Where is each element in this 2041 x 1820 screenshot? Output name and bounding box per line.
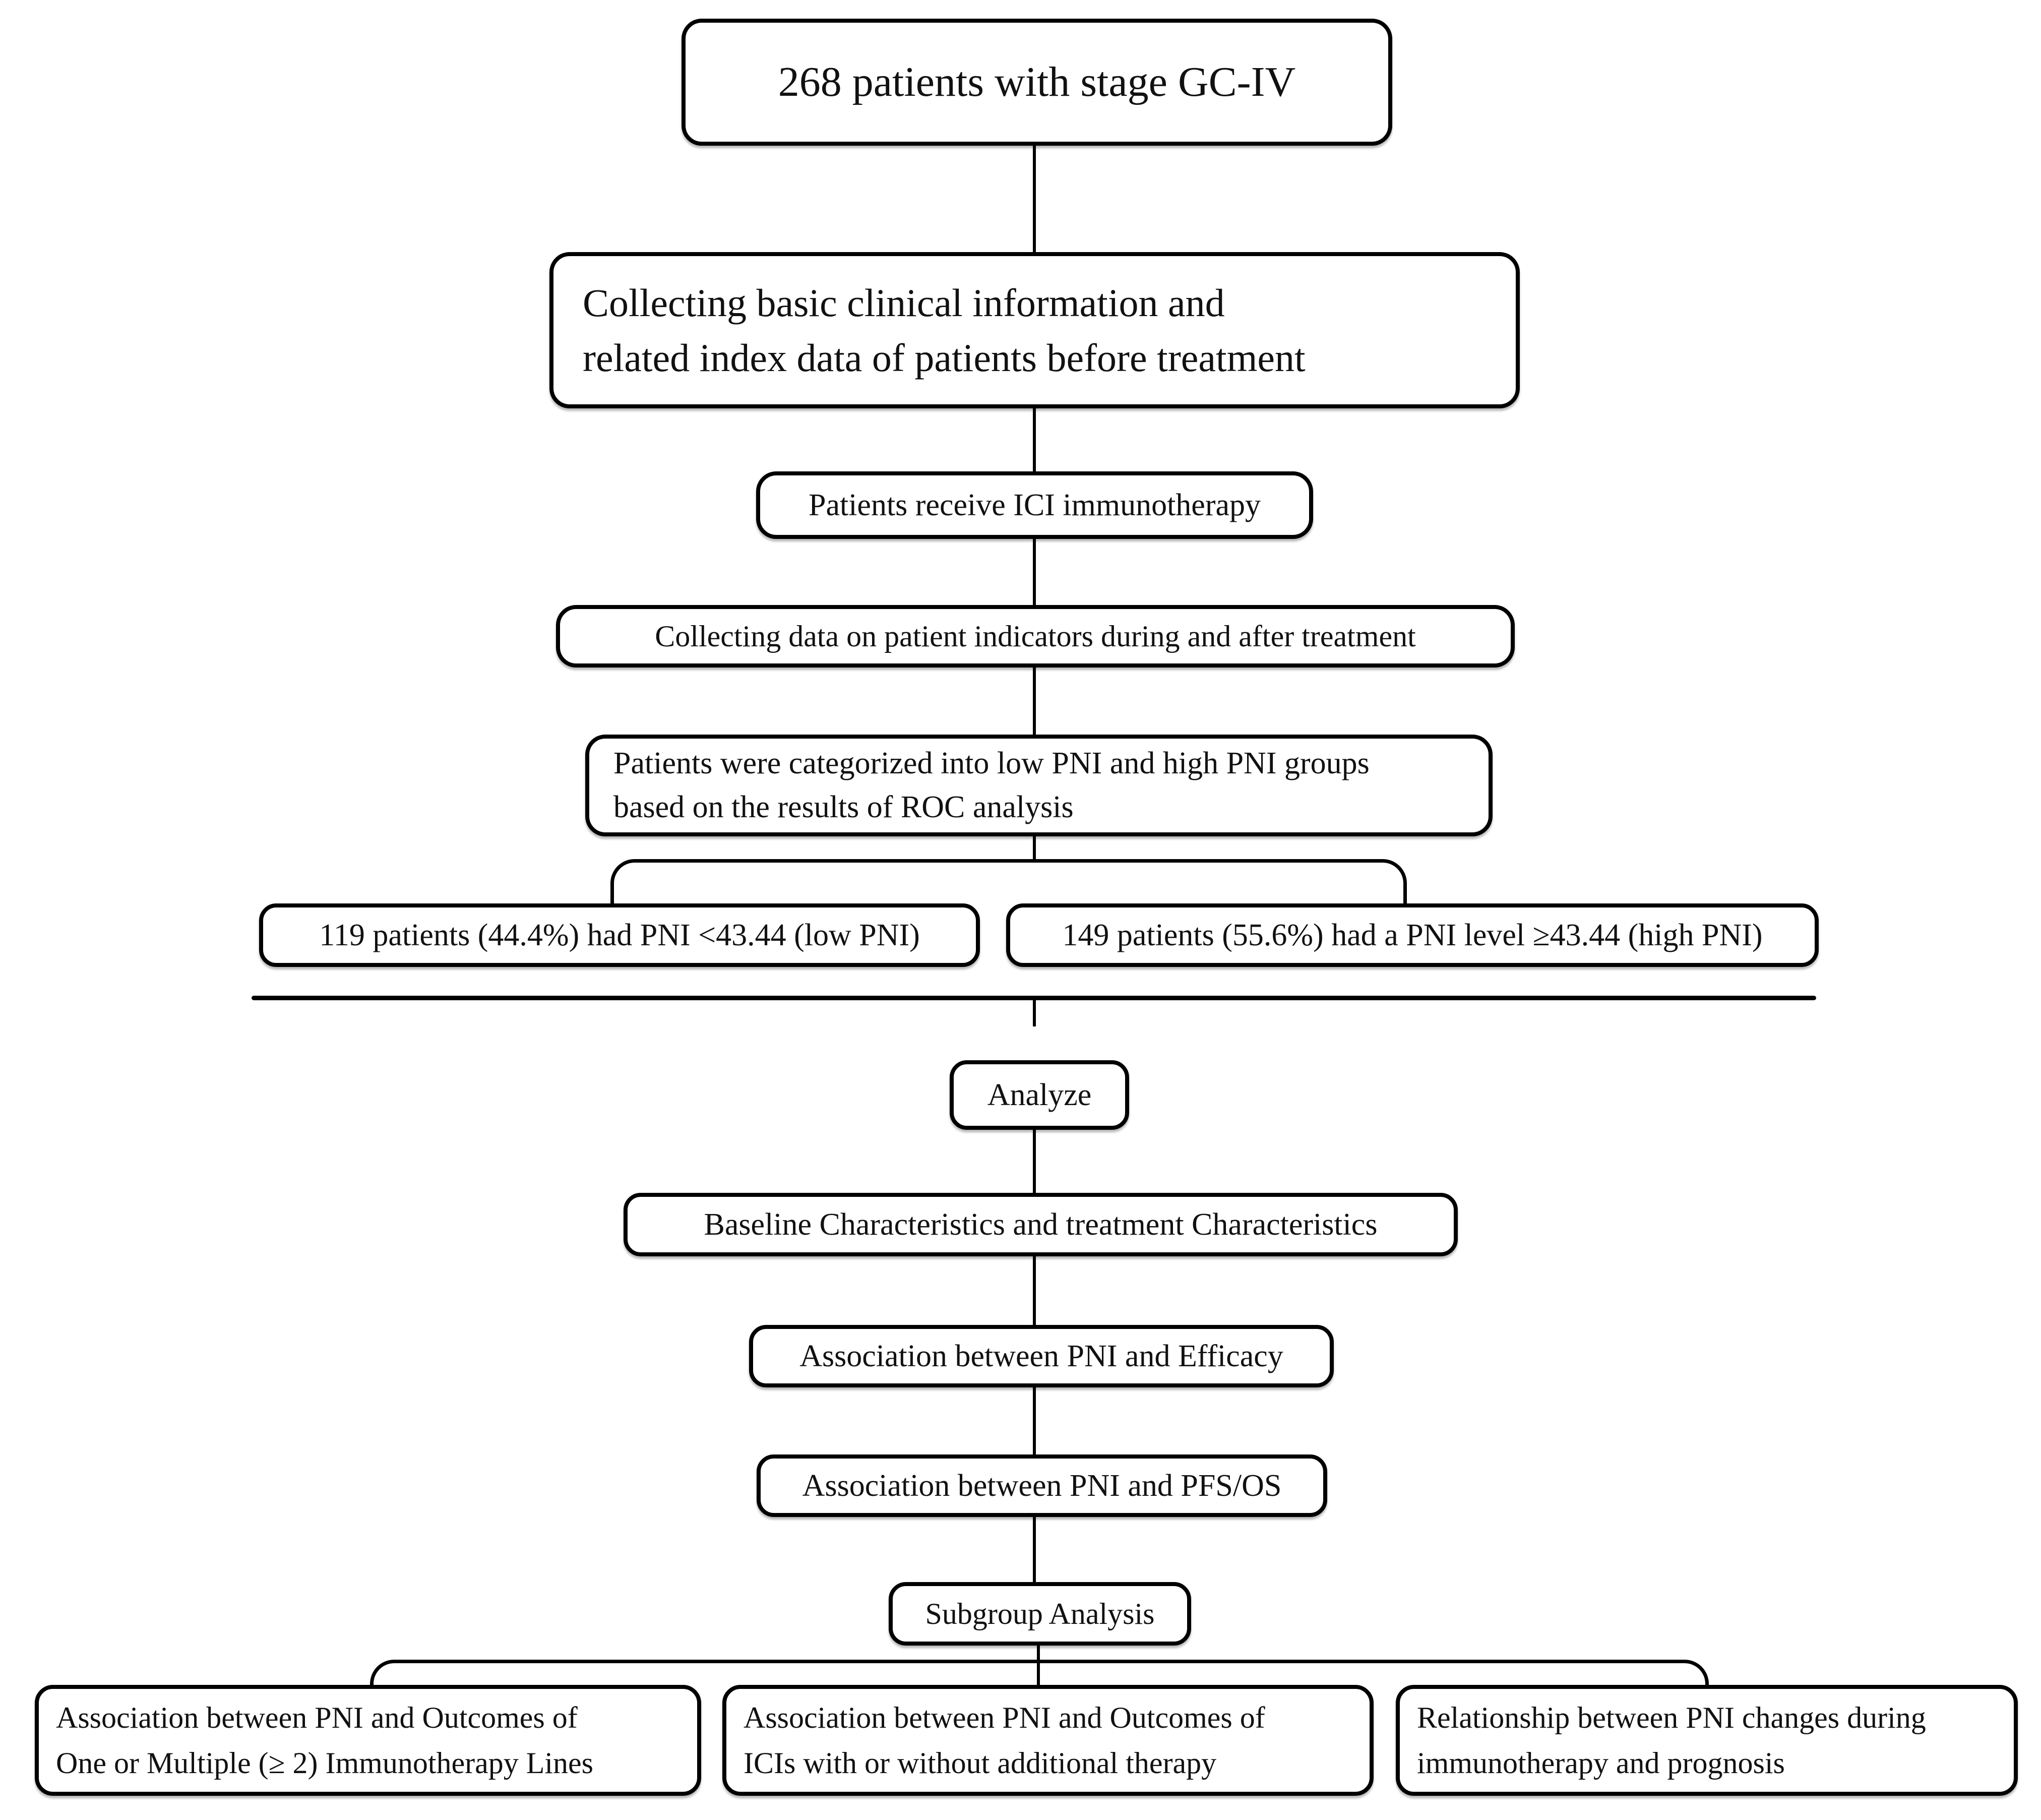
node-low-pni: 119 patients (44.4%) had PNI <43.44 (low… (259, 903, 980, 967)
node-subgroup-analysis: Subgroup Analysis (889, 1582, 1191, 1646)
node-baseline-characteristics-label: Baseline Characteristics and treatment C… (704, 1207, 1378, 1242)
node-collect-before-line2: related index data of patients before tr… (583, 336, 1306, 380)
node-icis-additional-therapy: Association between PNI and Outcomes of … (722, 1685, 1374, 1796)
node-immunotherapy-lines-line2: One or Multiple (≥ 2) Immunotherapy Line… (56, 1746, 594, 1780)
connector-pfsos-to-subgroup (1033, 1516, 1036, 1584)
connector-collect-to-ici (1033, 407, 1036, 472)
connector-categorize-to-bracket (1033, 835, 1036, 861)
connector-divider-tick (1033, 1000, 1036, 1026)
connector-collect2-to-categorize (1033, 666, 1036, 736)
node-analyze: Analyze (950, 1060, 1129, 1130)
node-pni-efficacy: Association between PNI and Efficacy (749, 1325, 1334, 1387)
node-icis-additional-therapy-line2: ICIs with or without additional therapy (744, 1746, 1217, 1780)
node-collect-before-treatment: Collecting basic clinical information an… (549, 252, 1520, 408)
node-ici-immunotherapy: Patients receive ICI immunotherapy (756, 471, 1313, 539)
node-subgroup-analysis-label: Subgroup Analysis (925, 1597, 1155, 1630)
node-pni-categorization-line2: based on the results of ROC analysis (613, 790, 1074, 824)
connector-patients-to-collect (1033, 145, 1036, 253)
section-divider (252, 996, 1816, 1000)
node-immunotherapy-lines: Association between PNI and Outcomes of … (35, 1685, 701, 1796)
node-high-pni-label: 149 patients (55.6%) had a PNI level ≥43… (1062, 918, 1763, 952)
node-pni-categorization: Patients were categorized into low PNI a… (585, 735, 1493, 836)
node-low-pni-label: 119 patients (44.4%) had PNI <43.44 (low… (319, 918, 920, 952)
node-pni-changes-prognosis: Relationship between PNI changes during … (1396, 1685, 2018, 1796)
bracket-subgroup-split (370, 1660, 1709, 1686)
connector-efficacy-to-pfsos (1033, 1386, 1036, 1456)
node-pni-changes-prognosis-line1: Relationship between PNI changes during (1417, 1701, 1926, 1734)
node-pni-categorization-line1: Patients were categorized into low PNI a… (613, 746, 1370, 781)
node-immunotherapy-lines-line1: Association between PNI and Outcomes of (56, 1701, 578, 1734)
node-collect-during-after-label: Collecting data on patient indicators du… (655, 620, 1416, 653)
node-icis-additional-therapy-line1: Association between PNI and Outcomes of (744, 1701, 1265, 1734)
node-268-patients: 268 patients with stage GC-IV (682, 19, 1392, 146)
connector-analyze-to-baseline (1033, 1129, 1036, 1194)
node-high-pni: 149 patients (55.6%) had a PNI level ≥43… (1006, 903, 1819, 967)
connector-baseline-to-efficacy (1033, 1255, 1036, 1326)
node-pni-pfs-os-label: Association between PNI and PFS/OS (802, 1468, 1282, 1503)
connector-subgroup-to-bracket (1037, 1645, 1040, 1686)
node-collect-before-line1: Collecting basic clinical information an… (583, 280, 1225, 325)
node-ici-immunotherapy-label: Patients receive ICI immunotherapy (808, 488, 1261, 522)
node-analyze-label: Analyze (987, 1077, 1092, 1112)
node-collect-during-after: Collecting data on patient indicators du… (556, 605, 1515, 668)
node-268-patients-label: 268 patients with stage GC-IV (778, 58, 1296, 106)
node-pni-efficacy-label: Association between PNI and Efficacy (799, 1339, 1283, 1373)
node-pni-changes-prognosis-line2: immunotherapy and prognosis (1417, 1746, 1785, 1780)
node-baseline-characteristics: Baseline Characteristics and treatment C… (624, 1193, 1458, 1256)
bracket-pni-split (610, 859, 1407, 904)
node-pni-pfs-os: Association between PNI and PFS/OS (757, 1454, 1327, 1517)
connector-ici-to-collect2 (1033, 538, 1036, 606)
